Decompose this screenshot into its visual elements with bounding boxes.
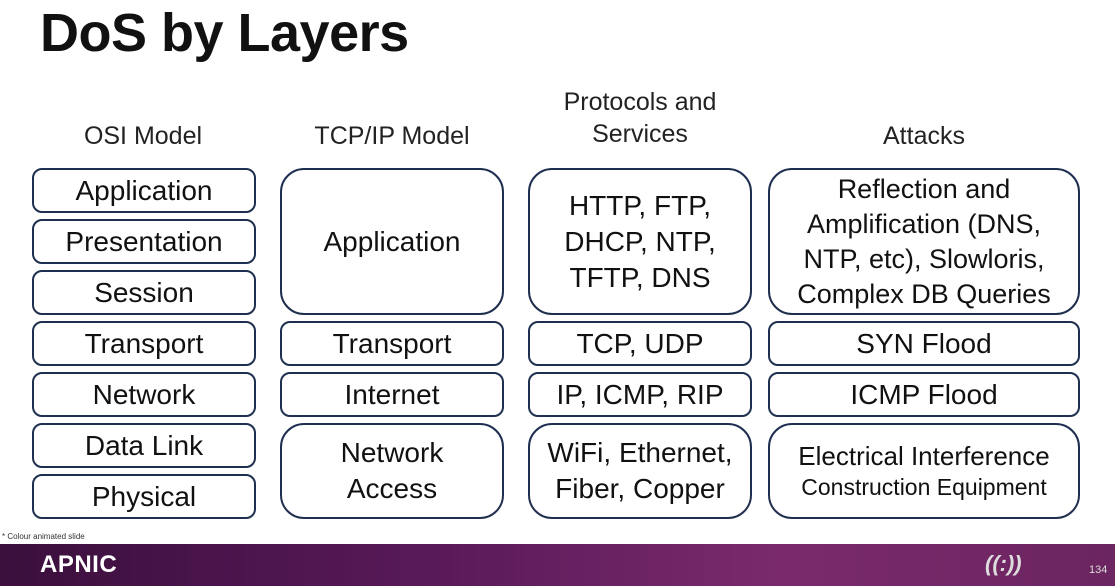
- attacks-application: Reflection and Amplification (DNS, NTP, …: [768, 168, 1080, 315]
- protocols-application: HTTP, FTP, DHCP, NTP, TFTP, DNS: [528, 168, 752, 315]
- protocols-link: WiFi, Ethernet, Fiber, Copper: [528, 423, 752, 519]
- attacks-internet: ICMP Flood: [768, 372, 1080, 417]
- osi-layer-application: Application: [32, 168, 256, 213]
- footer-bar: [0, 544, 1115, 586]
- attacks-app-line1: Reflection and: [837, 173, 1011, 204]
- tcpip-network-access-line1: Network: [340, 437, 444, 468]
- attacks-link: Electrical Interference Construction Equ…: [768, 423, 1080, 519]
- attacks-app-line3: NTP, etc), Slowloris,: [803, 243, 1045, 274]
- attacks-app-line4: Complex DB Queries: [797, 278, 1051, 309]
- protocols-app-line1: HTTP, FTP,: [568, 189, 712, 221]
- attacks-transport: SYN Flood: [768, 321, 1080, 366]
- page-number: 134: [1089, 564, 1108, 576]
- protocols-link-line2: Fiber, Copper: [555, 473, 725, 504]
- protocols-transport: TCP, UDP: [528, 321, 752, 366]
- footnote: * Colour animated slide: [2, 532, 85, 541]
- header-protocols-line2: Services: [592, 120, 688, 148]
- protocols-app-line2: DHCP, NTP,: [564, 225, 716, 257]
- attacks-link-line1: Electrical Interference: [798, 441, 1050, 471]
- osi-layer-network: Network: [32, 372, 256, 417]
- osi-layer-transport: Transport: [32, 321, 256, 366]
- attacks-app-line2: Amplification (DNS,: [806, 208, 1042, 239]
- osi-layer-presentation: Presentation: [32, 219, 256, 264]
- header-tcpip: TCP/IP Model: [314, 122, 470, 150]
- header-protocols-line1: Protocols and: [563, 88, 717, 116]
- tcpip-internet: Internet: [280, 372, 504, 417]
- tcpip-transport: Transport: [280, 321, 504, 366]
- attacks-link-line2: Construction Equipment: [801, 474, 1047, 500]
- page-title: DoS by Layers: [40, 3, 409, 63]
- tcpip-network-access: Network Access: [280, 423, 504, 519]
- tcpip-network-access-line2: Access: [346, 473, 438, 504]
- osi-layer-data-link: Data Link: [32, 423, 256, 468]
- header-protocols: Protocols and Services: [528, 86, 752, 150]
- tcpip-application: Application: [280, 168, 504, 315]
- apnic-logo: APNIC: [40, 551, 118, 578]
- apnic-wave-icon: ((:)): [985, 551, 1022, 576]
- osi-layer-physical: Physical: [32, 474, 256, 519]
- protocols-link-line1: WiFi, Ethernet,: [547, 437, 733, 468]
- header-osi: OSI Model: [83, 122, 203, 150]
- header-attacks: Attacks: [883, 122, 965, 150]
- osi-layer-session: Session: [32, 270, 256, 315]
- protocols-app-line3: TFTP, DNS: [569, 261, 711, 293]
- protocols-internet: IP, ICMP, RIP: [528, 372, 752, 417]
